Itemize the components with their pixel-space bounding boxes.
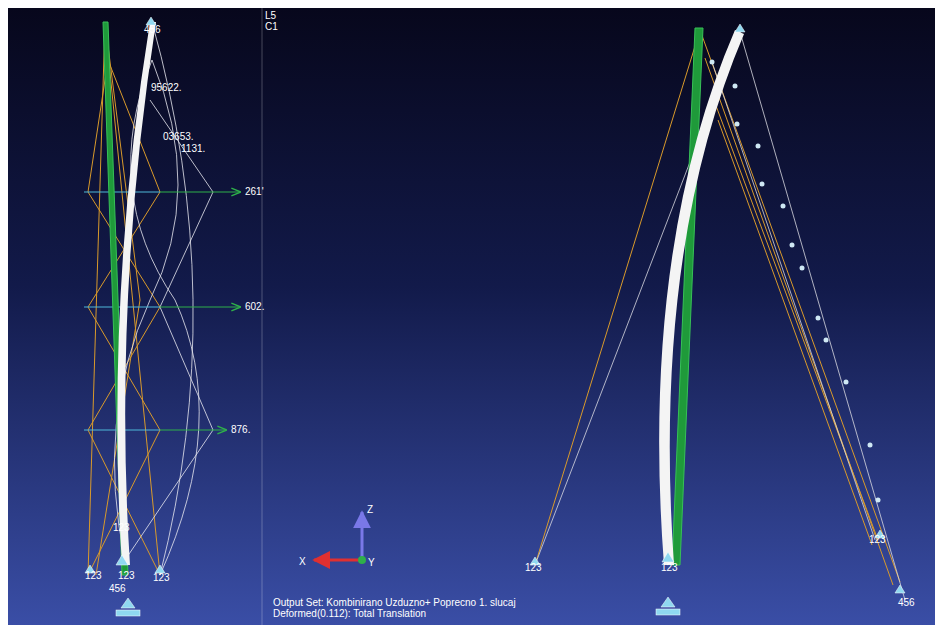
constraint-code: 123 [524, 562, 543, 573]
viewport-ground [8, 8, 935, 625]
axis-triad [314, 512, 366, 564]
layer-tag: C1 [264, 21, 279, 32]
result-value: 1131. [180, 143, 206, 154]
constraint-code: 456 [108, 583, 127, 594]
load-value: 876. [230, 424, 251, 435]
load-value: 261' [244, 186, 265, 197]
constraint-code: 456 [143, 24, 162, 35]
constraint-code: 123 [84, 570, 103, 581]
constraint-code: 123 [868, 534, 887, 545]
result-value: 95622. [150, 82, 183, 93]
output-set-note: Output Set: Kombinirano Uzduzno+ Poprecn… [272, 597, 517, 608]
load-value: 602. [244, 301, 265, 312]
right-view [530, 24, 905, 615]
left-view [84, 17, 240, 616]
constraint-code: 123 [152, 572, 171, 583]
result-value: 03653. [162, 131, 195, 142]
axis-label: Y [367, 557, 376, 568]
axis-label: Z [366, 504, 374, 515]
layer-tag: L5 [264, 10, 277, 21]
constraint-code: 456 [897, 597, 916, 608]
panel-divider [262, 8, 263, 625]
constraint-code: 123 [112, 522, 131, 533]
constraint-code: 123 [660, 562, 679, 573]
axis-label: X [298, 556, 307, 567]
deformation-note: Deformed(0.112): Total Translation [272, 608, 427, 619]
constraint-code: 123 [117, 570, 136, 581]
